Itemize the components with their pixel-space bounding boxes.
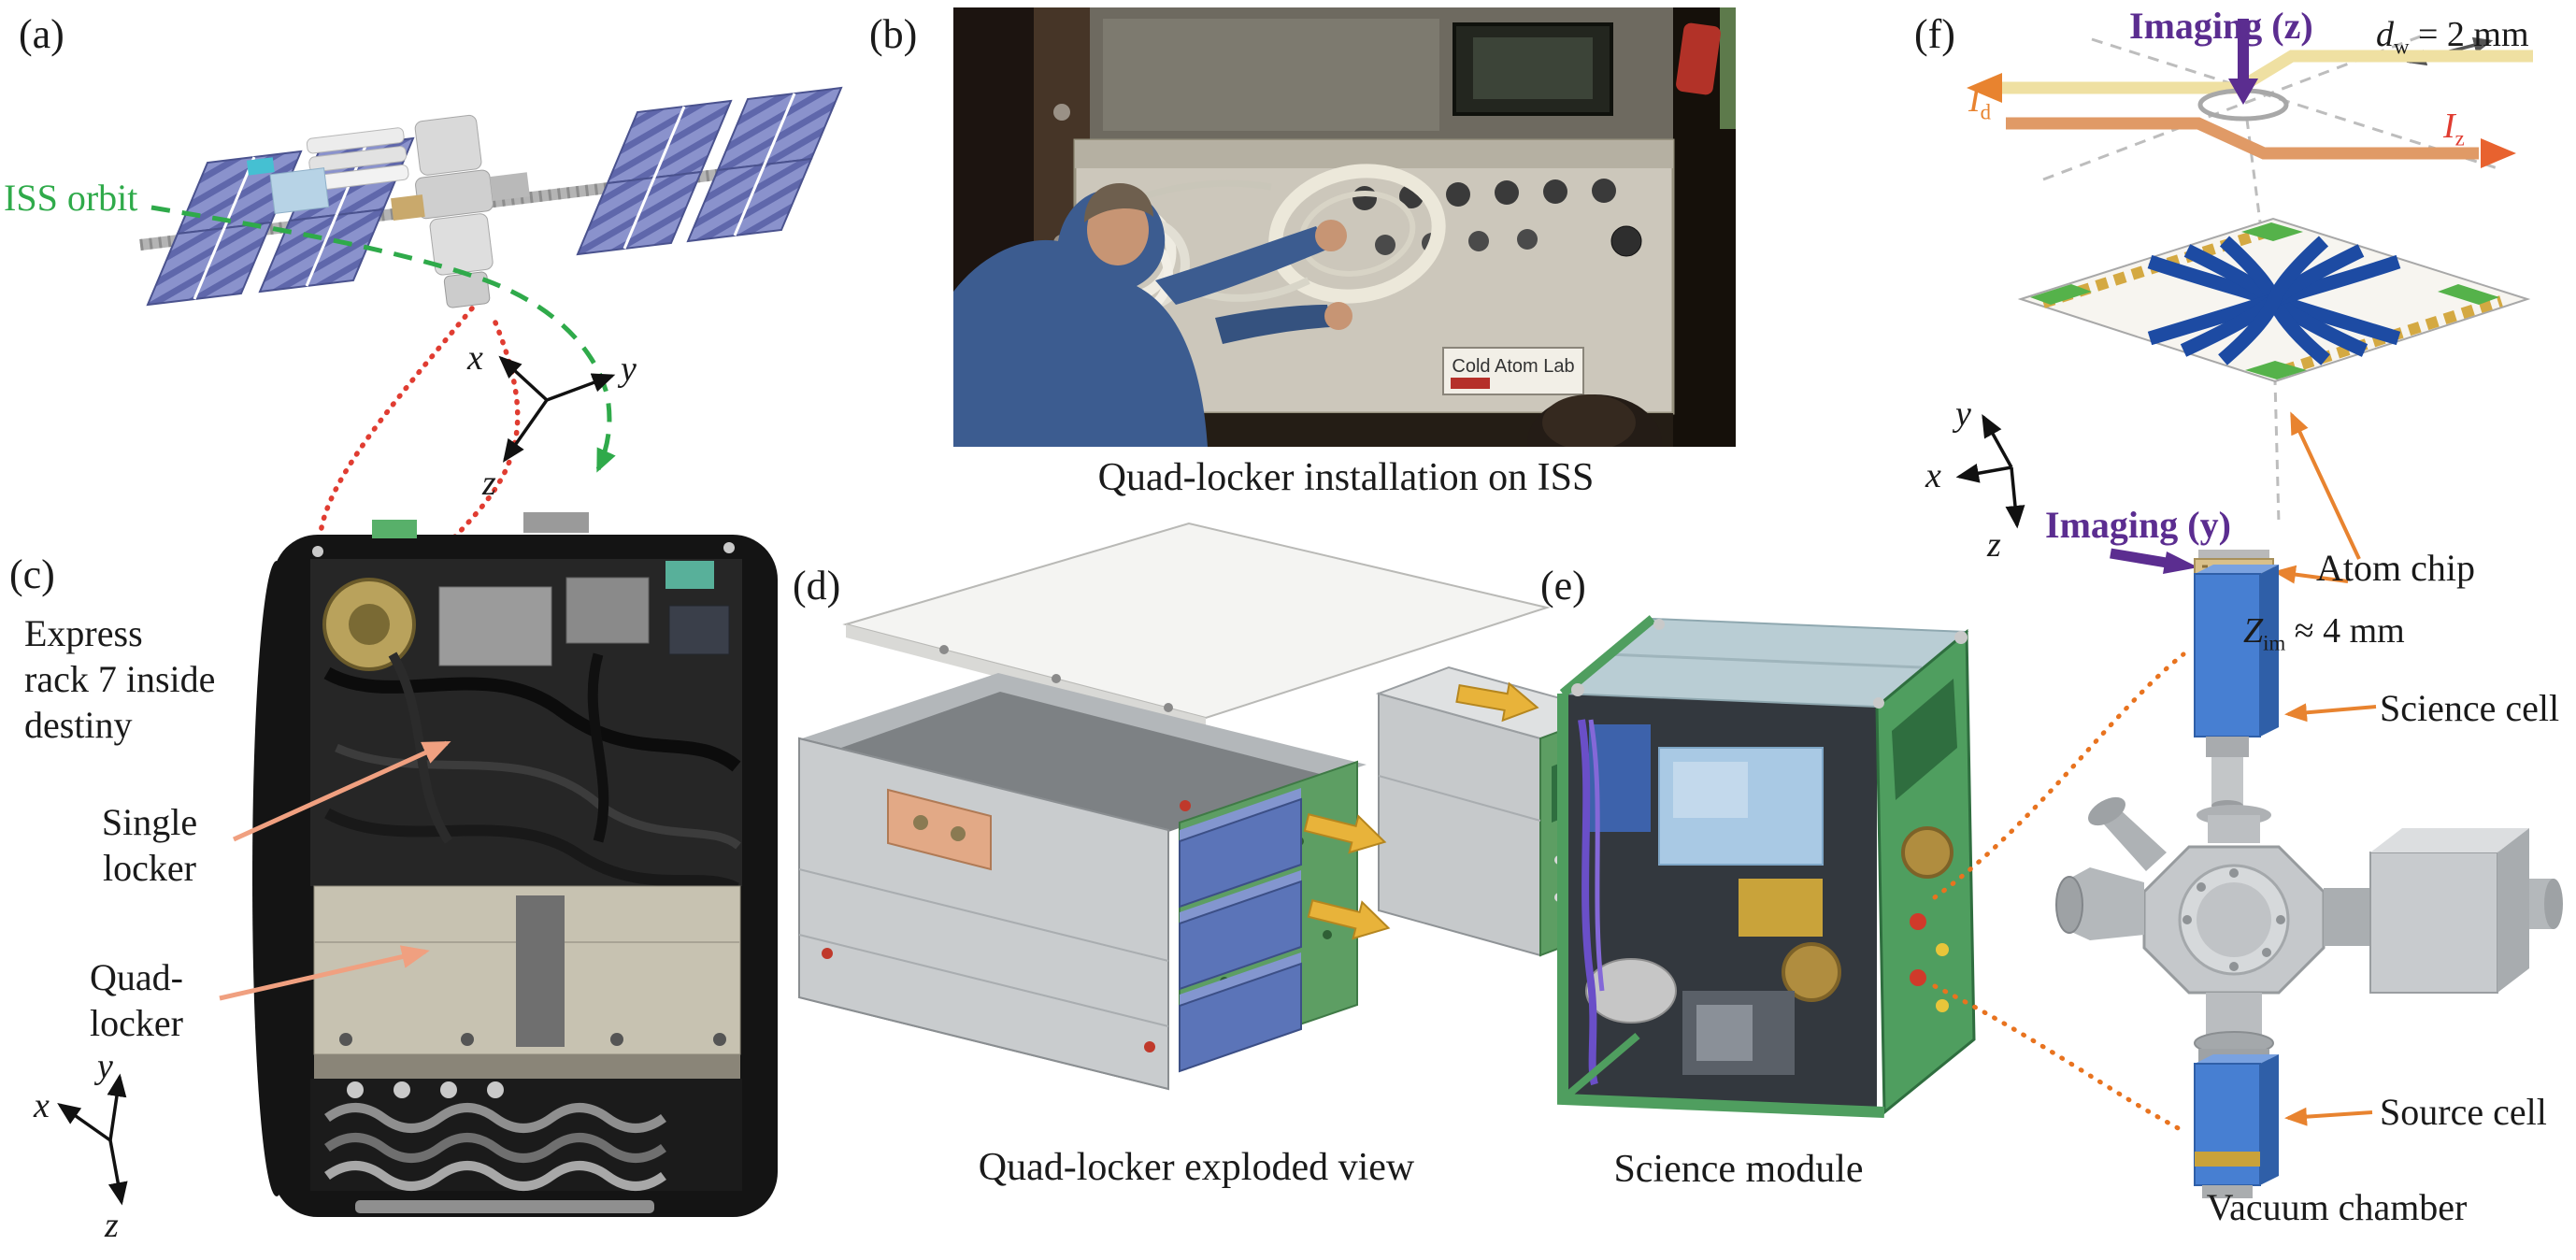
panel-knobs (1352, 179, 1616, 210)
iss-orbit-label: ISS orbit (4, 177, 138, 219)
panel-c-label: (c) (9, 551, 55, 597)
atom-chip-label: Atom chip (2316, 547, 2475, 589)
blue-instrument-boxes (1179, 788, 1302, 1073)
single-locker-arrow (232, 740, 451, 842)
quad-locker-exploded-illustration (798, 522, 1614, 1091)
exploded-arrow-3 (1455, 681, 1539, 723)
current-d-label: Id (1968, 80, 1992, 124)
cold-atom-lab-device-label: Cold Atom Lab (1452, 356, 1575, 377)
axis-f-z-label: z (1987, 525, 2001, 565)
axis-f-x-label: x (1925, 456, 1941, 495)
atom-chip-pointer-2 (2273, 565, 2349, 584)
module-to-source-cell-connector (1932, 983, 2186, 1134)
vacuum-chamber (2055, 796, 2563, 1055)
exploded-arrow-1 (1303, 813, 1387, 854)
science-cell-arrow (2284, 703, 2377, 723)
imaging-distance-label: Zim ≈ 4 mm (2243, 611, 2405, 655)
panel-e-caption: Science module (1613, 1148, 1864, 1191)
axis-c-z-label: z (105, 1206, 119, 1245)
axis-c-x-label: x (34, 1086, 50, 1125)
source-cell (2194, 1049, 2279, 1198)
astronaut-figure (953, 189, 1208, 447)
science-cell (2194, 550, 2279, 811)
atom-chip-diagram (1955, 19, 2563, 1198)
wire-width-label: dw = 2 mm (2376, 15, 2529, 59)
axis-a-x-label: x (467, 338, 483, 378)
imaging-z-label: Imaging (z) (2129, 5, 2313, 47)
vacuum-chamber-label: Vacuum chamber (2206, 1186, 2468, 1228)
express-rack-annotation: Express rack 7 inside destiny (24, 612, 216, 746)
axis-a-z-label: z (482, 464, 496, 503)
axes-a (498, 355, 616, 463)
panel-b-label: (b) (869, 11, 918, 57)
iss-orbit-curve (150, 205, 616, 473)
atom-chip-pointer-1 (2290, 411, 2361, 560)
chip-traces (2147, 236, 2401, 365)
axis-c-y-label: y (97, 1047, 113, 1086)
panel-f-label: (f) (1914, 11, 1955, 57)
axis-f-y-label: y (1955, 394, 1971, 434)
quad-locker-arrow (219, 945, 430, 1001)
panel-a-label: (a) (19, 11, 64, 57)
iss-illustration (139, 86, 843, 308)
science-module-illustration (1557, 615, 1976, 1118)
axes-f (1955, 413, 2025, 529)
panel-d-label: (d) (793, 563, 841, 609)
imaging-y-label: Imaging (y) (2045, 504, 2231, 546)
iss-installation-photo (953, 7, 1736, 447)
axis-a-y-label: y (621, 350, 637, 389)
current-z-label: Iz (2443, 107, 2465, 150)
single-locker-annotation: Single locker (101, 801, 198, 889)
axes-c (57, 1073, 128, 1206)
science-cell-label: Science cell (2380, 687, 2560, 729)
source-cell-arrow (2284, 1107, 2373, 1126)
exploded-arrow-2 (1307, 899, 1391, 940)
panel-b-caption: Quad-locker installation on ISS (1097, 456, 1595, 499)
express-rack-illustration (252, 512, 778, 1217)
iss-modules (246, 114, 530, 308)
quad-locker-annotation: Quad- locker (90, 956, 183, 1044)
source-cell-label: Source cell (2380, 1091, 2547, 1133)
panel-e-label: (e) (1540, 563, 1586, 609)
panel-d-caption: Quad-locker exploded view (978, 1146, 1415, 1189)
